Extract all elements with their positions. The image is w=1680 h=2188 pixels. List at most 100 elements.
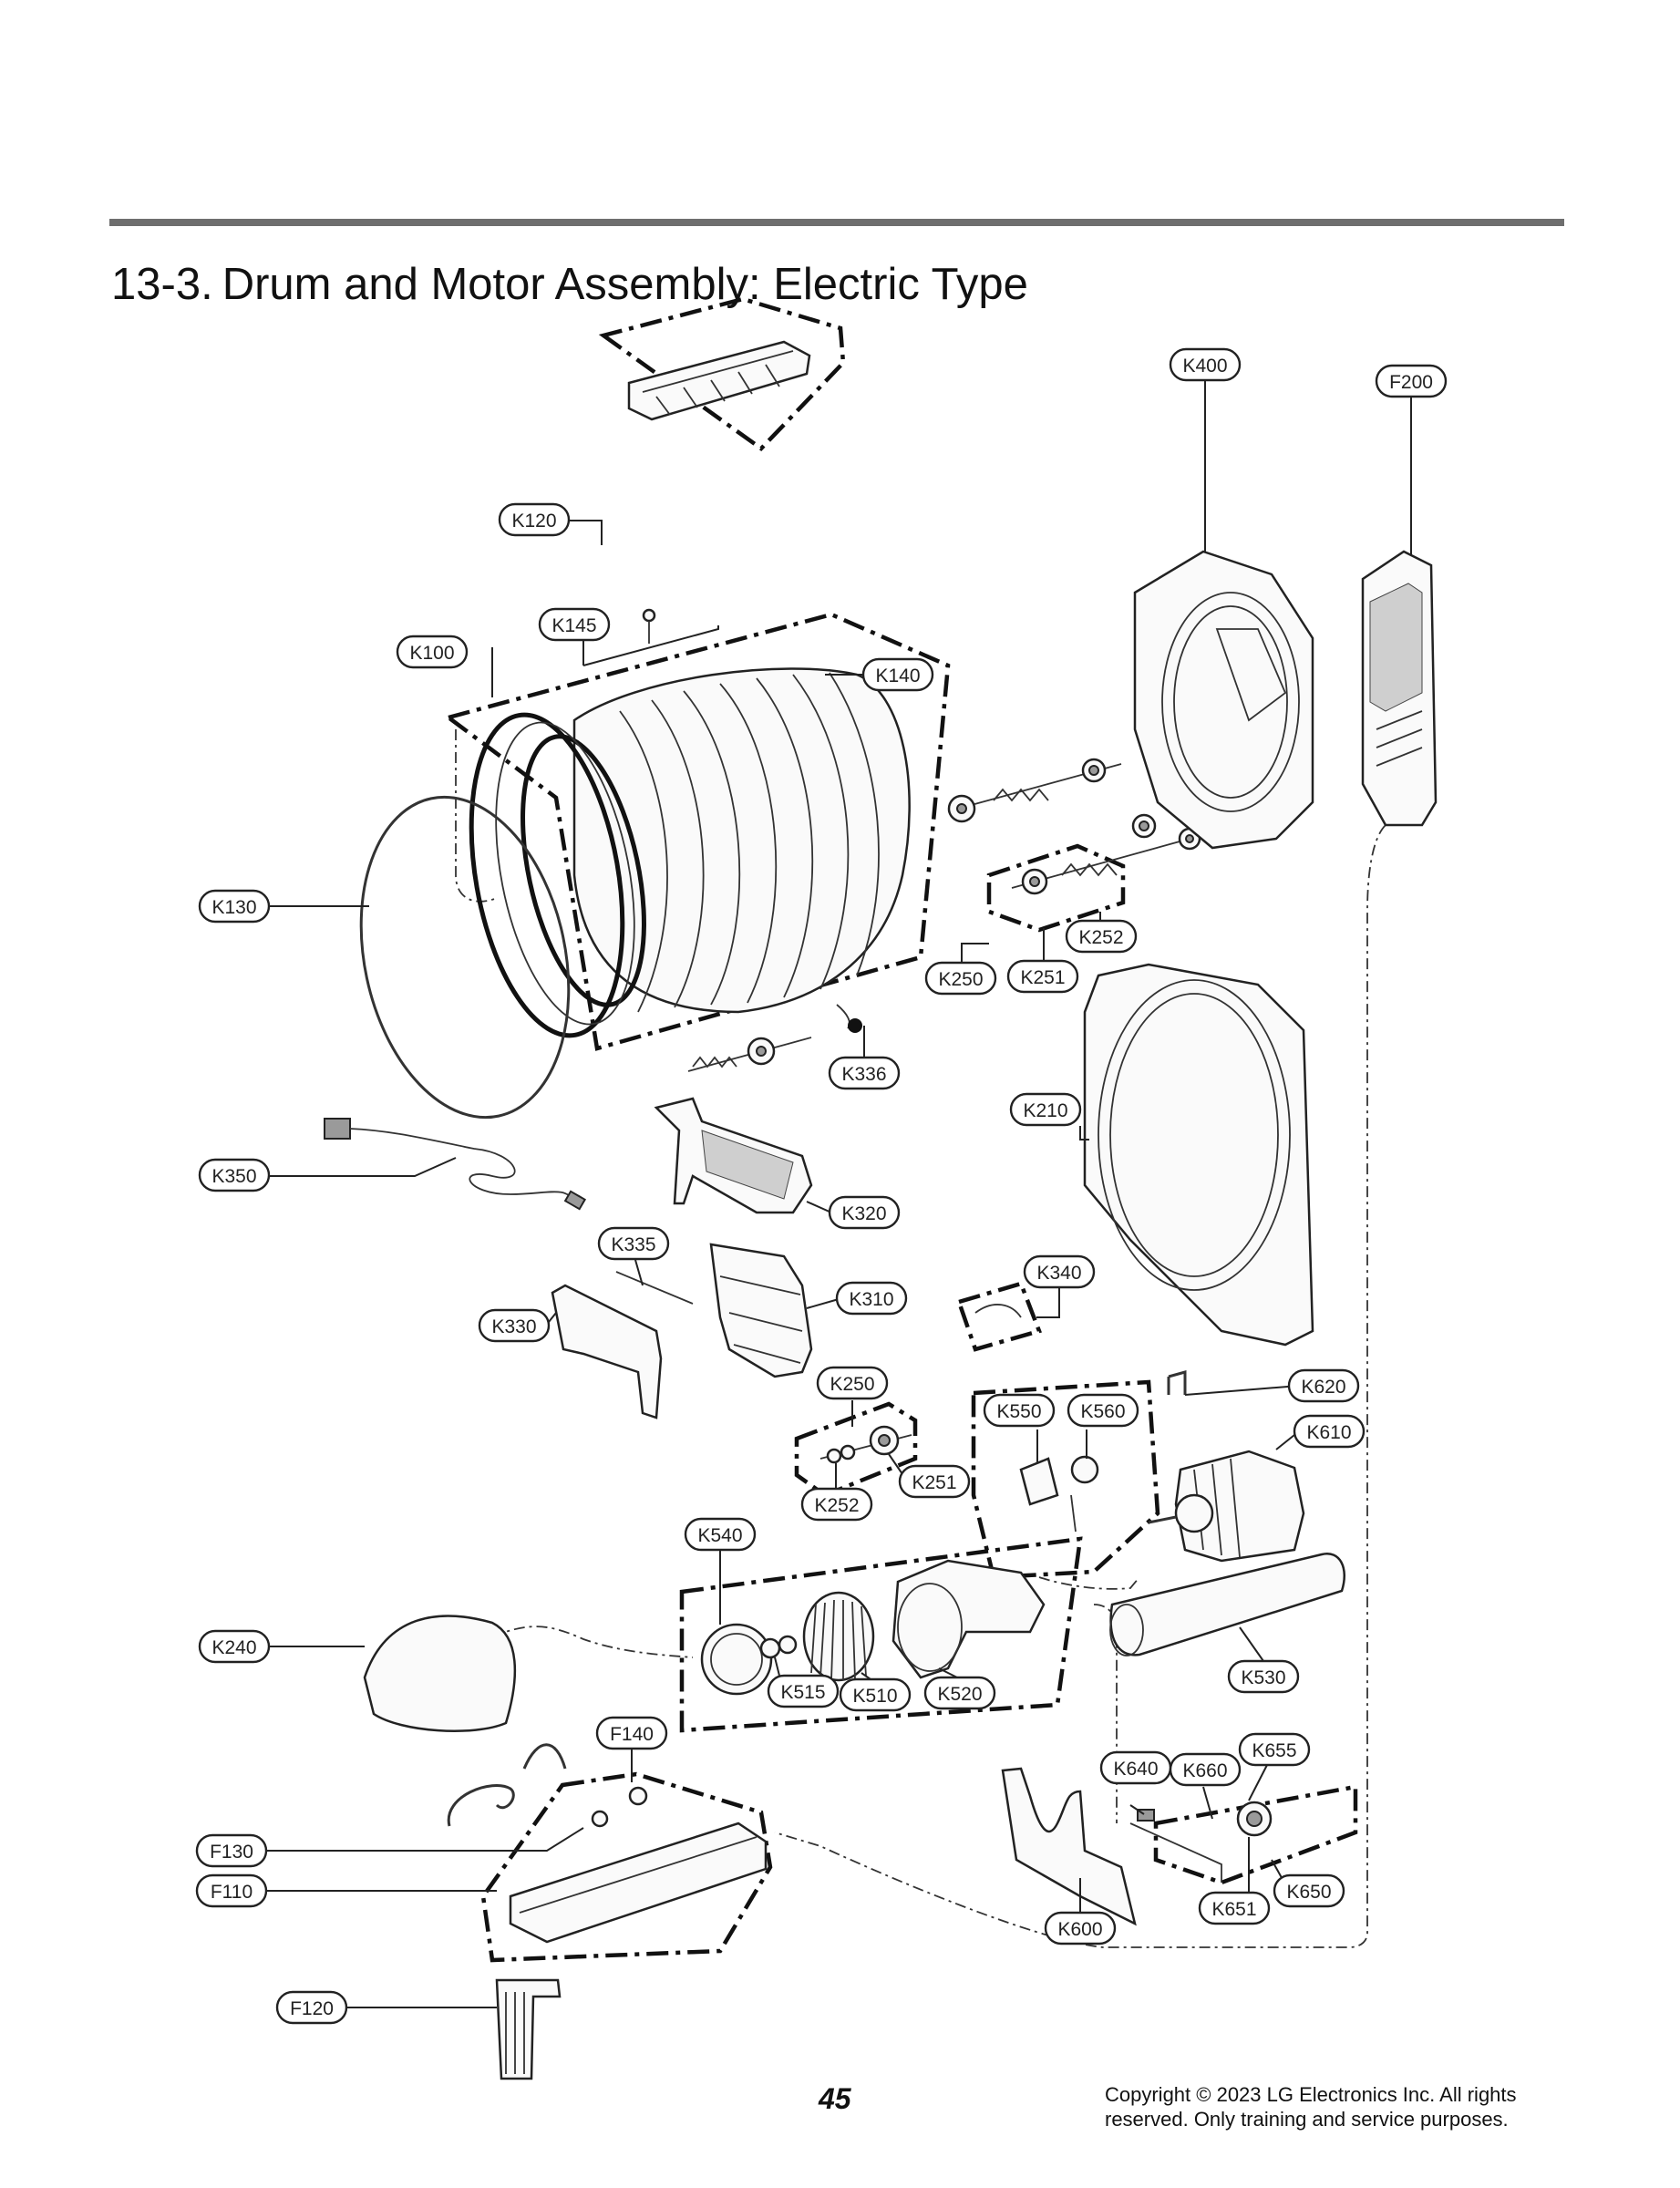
callout-k145: K145 xyxy=(538,607,611,642)
part-k336-clip xyxy=(836,1004,862,1033)
callout-k335: K335 xyxy=(597,1226,670,1261)
header-rule xyxy=(109,219,1564,226)
wire-drum-loop xyxy=(455,729,498,903)
part-k320-guide xyxy=(654,1097,813,1214)
svg-text:K240: K240 xyxy=(211,1637,256,1658)
callout-f140: F140 xyxy=(595,1716,668,1750)
wire-motor-to-duct xyxy=(1038,1576,1140,1590)
callout-k510: K510 xyxy=(839,1677,912,1712)
section-heading: 13-3.Drum and Motor Assembly: Electric T… xyxy=(111,257,1028,312)
callout-f110: F110 xyxy=(195,1873,268,1908)
section-number: 13-3. xyxy=(111,260,213,309)
svg-text:K251: K251 xyxy=(912,1472,956,1493)
callout-k251-mid: K251 xyxy=(898,1464,971,1499)
svg-text:K520: K520 xyxy=(937,1684,982,1705)
svg-text:F110: F110 xyxy=(211,1882,253,1903)
svg-text:K120: K120 xyxy=(511,511,556,532)
svg-text:K560: K560 xyxy=(1080,1401,1125,1422)
group-k550-k560 xyxy=(971,1379,1160,1580)
group-k250-mid xyxy=(794,1401,918,1498)
svg-text:K310: K310 xyxy=(849,1289,893,1310)
callout-labels: K400 F200 K120 K145 K100 K140 K130 K252 … xyxy=(195,347,1448,2025)
svg-text:K252: K252 xyxy=(1078,927,1123,948)
svg-text:K251: K251 xyxy=(1020,967,1065,988)
part-k400-bulkhead xyxy=(1133,550,1314,850)
callout-k120: K120 xyxy=(498,502,571,537)
callout-f130: F130 xyxy=(195,1833,268,1868)
part-k610-motor xyxy=(1148,1370,1305,1563)
callout-k610: K610 xyxy=(1293,1414,1366,1449)
svg-text:K340: K340 xyxy=(1036,1263,1081,1284)
svg-text:K400: K400 xyxy=(1182,356,1227,377)
group-blower-k540 xyxy=(679,1536,1083,1733)
part-k350-harness xyxy=(324,1118,587,1211)
callout-k210: K210 xyxy=(1009,1092,1082,1127)
callout-k340: K340 xyxy=(1023,1254,1096,1289)
svg-text:K330: K330 xyxy=(491,1316,536,1337)
callout-k650: K650 xyxy=(1273,1873,1345,1908)
svg-text:K610: K610 xyxy=(1306,1422,1351,1443)
callout-k660: K660 xyxy=(1169,1752,1242,1787)
svg-text:K550: K550 xyxy=(996,1401,1041,1422)
callout-k651: K651 xyxy=(1198,1891,1271,1925)
group-k340 xyxy=(956,1281,1042,1352)
svg-text:K250: K250 xyxy=(938,969,983,990)
svg-text:K140: K140 xyxy=(875,666,920,686)
svg-text:K655: K655 xyxy=(1252,1740,1296,1761)
svg-text:K600: K600 xyxy=(1057,1919,1102,1940)
page-number: 45 xyxy=(819,2082,851,2115)
part-k600-bracket xyxy=(1001,1767,1273,1926)
group-heater-duct xyxy=(480,1771,773,1963)
callout-k400: K400 xyxy=(1169,347,1242,382)
callout-k600: K600 xyxy=(1044,1911,1117,1945)
group-k250-top xyxy=(986,843,1126,933)
group-k100-drum xyxy=(443,612,951,1051)
part-k530-tube xyxy=(1109,1552,1346,1656)
copyright-notice: Copyright © 2023 LG Electronics Inc. All… xyxy=(1105,2082,1579,2131)
svg-text:K336: K336 xyxy=(841,1064,886,1085)
group-k650 xyxy=(1153,1784,1358,1885)
svg-text:K620: K620 xyxy=(1301,1377,1345,1398)
group-k120 xyxy=(598,296,846,451)
svg-text:K252: K252 xyxy=(814,1495,859,1516)
callout-k336: K336 xyxy=(828,1056,901,1090)
part-k330-housing xyxy=(551,1271,694,1419)
callout-k250-top: K250 xyxy=(924,961,997,996)
svg-text:K660: K660 xyxy=(1182,1760,1227,1781)
callout-k310: K310 xyxy=(835,1281,908,1316)
callout-k320: K320 xyxy=(828,1195,901,1230)
svg-text:K510: K510 xyxy=(852,1686,897,1707)
callout-k515: K515 xyxy=(767,1674,840,1708)
part-k210-front-bulkhead xyxy=(1083,963,1314,1347)
part-k145-screw xyxy=(642,608,656,644)
callout-k130: K130 xyxy=(198,889,271,924)
callout-k620: K620 xyxy=(1287,1368,1360,1403)
part-k240-cover xyxy=(363,1615,517,1732)
section-title: Drum and Motor Assembly: Electric Type xyxy=(222,260,1028,309)
svg-text:K100: K100 xyxy=(409,643,454,664)
wire-k240-to-blower xyxy=(491,1626,694,1658)
callout-k350: K350 xyxy=(198,1158,271,1192)
part-mid-pulley xyxy=(819,1425,912,1464)
svg-text:F140: F140 xyxy=(610,1724,654,1745)
callout-k520: K520 xyxy=(923,1676,996,1710)
svg-text:F130: F130 xyxy=(210,1842,253,1863)
part-k340-bracket xyxy=(974,1304,1022,1318)
part-k550-switch xyxy=(1019,1455,1099,1533)
leader-lines xyxy=(266,381,1412,2008)
callout-k251-top: K251 xyxy=(1006,959,1079,994)
callout-k252-mid: K252 xyxy=(800,1487,873,1522)
part-roller-shafts xyxy=(687,758,1201,1072)
assembly-groups xyxy=(443,296,1358,1963)
callout-k540: K540 xyxy=(684,1517,757,1552)
svg-text:K540: K540 xyxy=(697,1525,742,1546)
svg-text:F200: F200 xyxy=(1389,372,1433,393)
svg-text:K515: K515 xyxy=(780,1682,825,1703)
svg-text:K145: K145 xyxy=(551,615,596,636)
wire-right-harness xyxy=(774,824,1386,1948)
callout-k560: K560 xyxy=(1067,1393,1139,1428)
svg-text:K350: K350 xyxy=(211,1166,256,1187)
callout-k330: K330 xyxy=(478,1308,551,1343)
copyright-line-2: reserved. Only training and service purp… xyxy=(1105,2108,1509,2131)
svg-text:K650: K650 xyxy=(1286,1882,1331,1903)
